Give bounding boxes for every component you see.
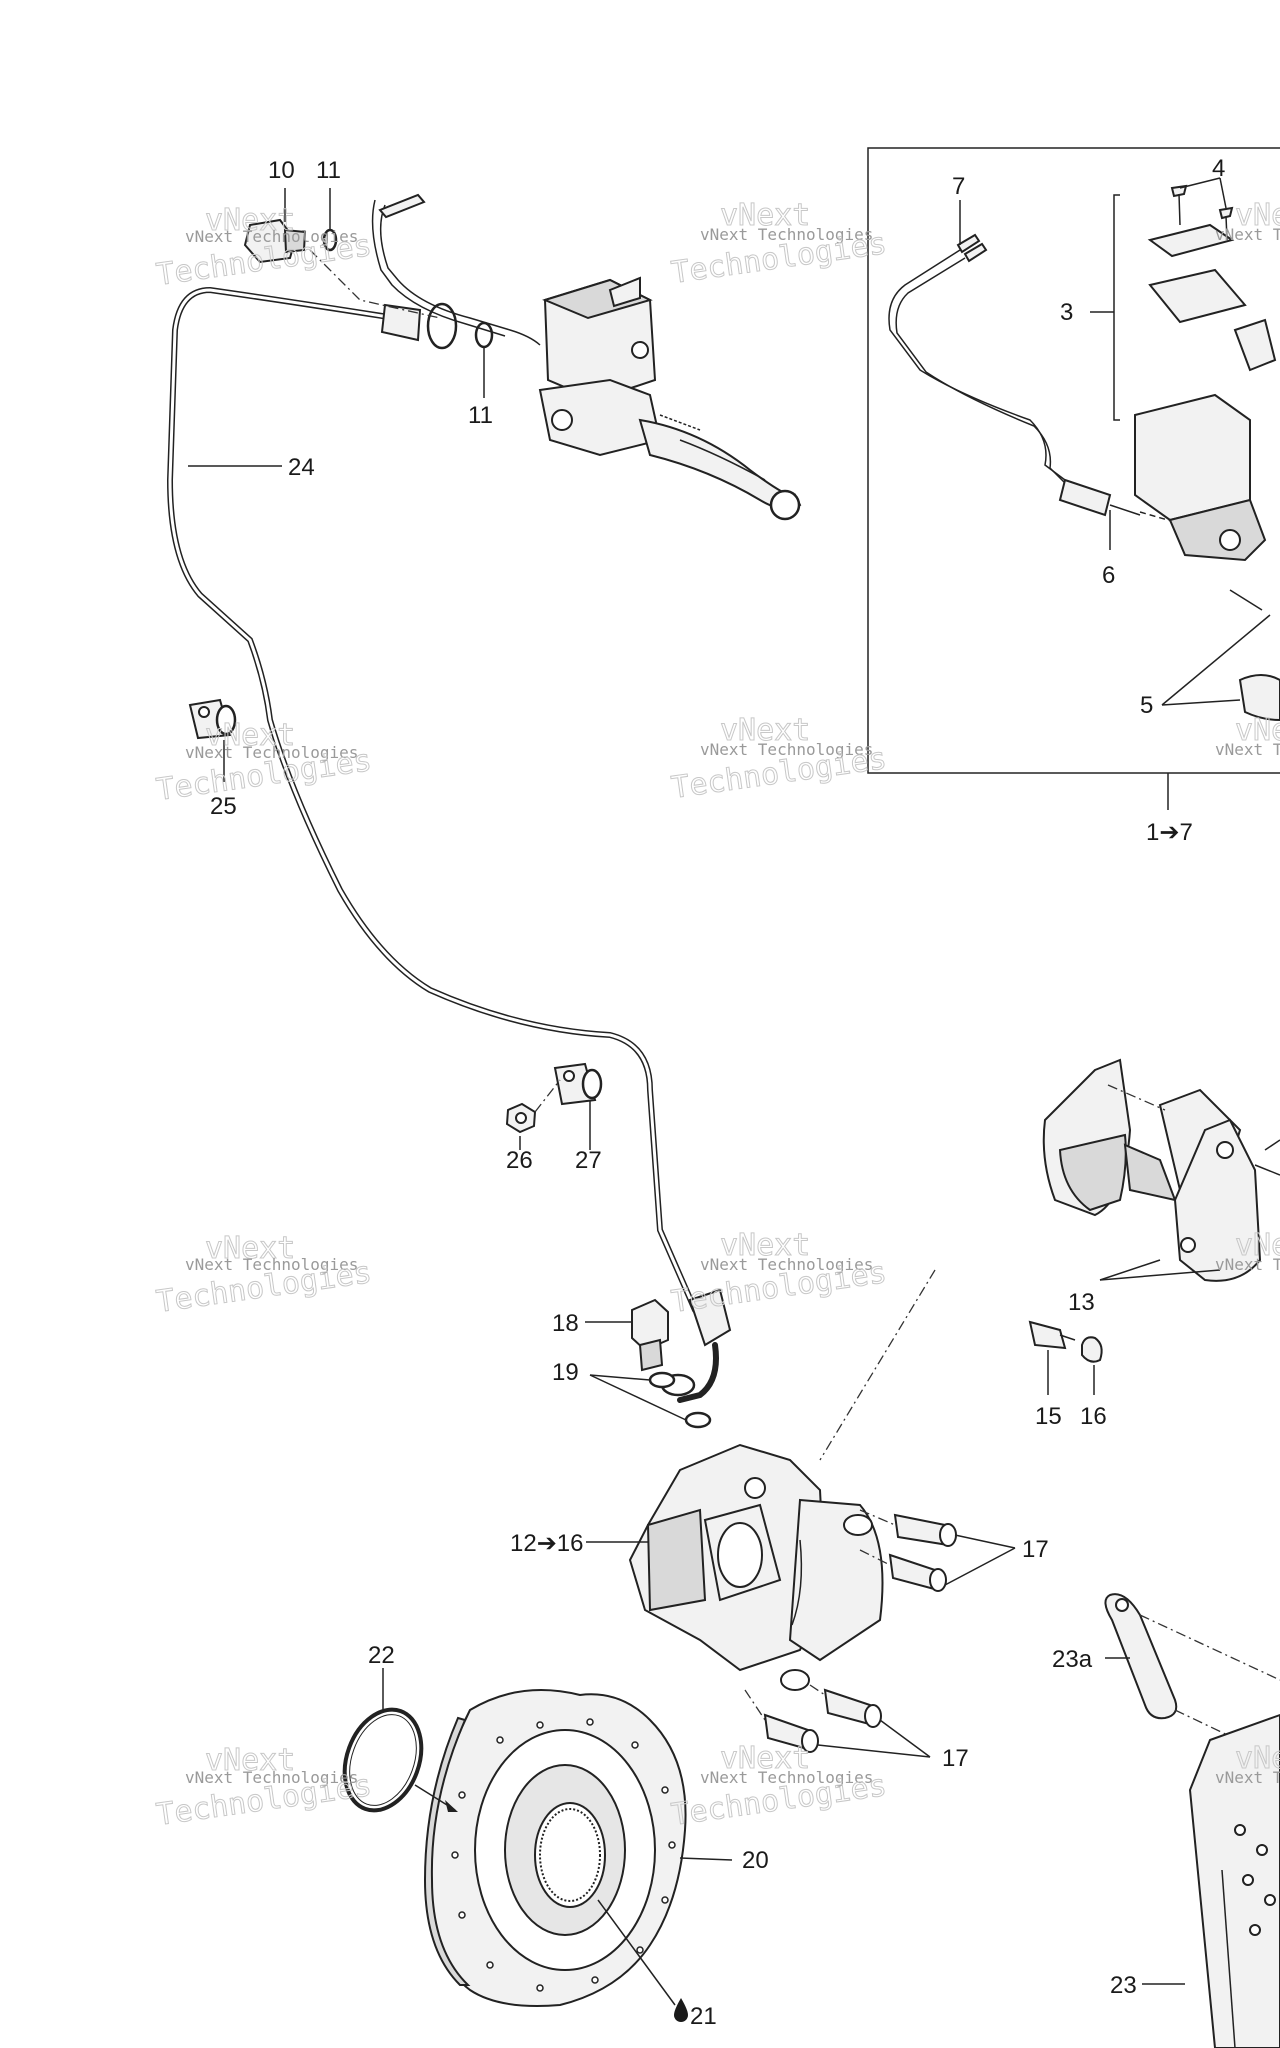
callout-27: 27 (575, 1147, 602, 1174)
callout-24: 24 (288, 454, 315, 481)
svg-text:vNext Technologies: vNext Technologies (185, 743, 358, 762)
callout-1-to-7: 1➔7 (1146, 819, 1193, 846)
callout-11-top: 11 (316, 157, 341, 184)
svg-text:vNext Technologies: vNext Technologies (700, 225, 873, 244)
nut (505, 1102, 537, 1134)
callout-23a: 23a (1052, 1646, 1093, 1673)
callout-16: 16 (1080, 1403, 1107, 1430)
svg-text:vNext Technologies: vNext Technologies (1215, 740, 1280, 759)
svg-text:vNext Technologies: vNext Technologies (185, 1255, 358, 1274)
svg-text:vNext: vNext (1235, 1228, 1280, 1263)
brake-caliper (628, 1443, 884, 1691)
brake-disc (414, 1689, 687, 2007)
svg-text:vNext Technologies: vNext Technologies (185, 227, 358, 246)
watermark-9: vNext vNext Technologies (1215, 1228, 1280, 1275)
svg-text:vNext Technologies: vNext Technologies (1215, 1255, 1280, 1274)
callout-6: 6 (1102, 562, 1115, 589)
oil-drop-icon (674, 1998, 688, 2022)
svg-text:vNext: vNext (1235, 198, 1280, 233)
svg-text:vNext: vNext (205, 203, 295, 238)
brake-hose (166, 249, 732, 1403)
watermark-12: vNext vNext Technologies (1215, 1741, 1280, 1788)
svg-text:vNext: vNext (720, 1741, 810, 1776)
caliper-banjo-bolt (631, 1298, 669, 1372)
callout-7: 7 (952, 173, 965, 200)
watermark-3: vNext vNext Technologies (1215, 198, 1280, 245)
hose-clamp-upper (188, 698, 237, 740)
callout-20: 20 (742, 1847, 769, 1874)
callout-22: 22 (368, 1642, 395, 1669)
leader-lines (188, 177, 1271, 2006)
splash-guard (1188, 1713, 1280, 2048)
callout-18: 18 (552, 1310, 579, 1337)
svg-text:vNext Technologies: vNext Technologies (700, 1255, 873, 1274)
callout-17-upper: 17 (1022, 1536, 1049, 1563)
watermark-10: vNext vNext Technologies Technologies (154, 1743, 375, 1834)
watermark-2: vNext vNext Technologies Technologies (669, 198, 890, 292)
svg-text:vNext Technologies: vNext Technologies (1215, 1768, 1280, 1787)
watermark-7: vNext vNext Technologies Technologies (154, 1231, 375, 1321)
svg-text:vNext: vNext (205, 1231, 295, 1266)
svg-text:vNext: vNext (720, 1228, 810, 1263)
callout-26: 26 (506, 1147, 533, 1174)
svg-text:vNext: vNext (205, 718, 295, 753)
brake-pads (1042, 1058, 1280, 1282)
callouts: 10 11 11 24 25 7 4 3 6 5 1➔7 26 27 13 18… (210, 155, 1225, 2030)
callout-3: 3 (1060, 299, 1073, 326)
callout-12-to-16: 12➔16 (510, 1530, 584, 1557)
svg-text:vNext: vNext (720, 713, 810, 748)
o-ring (342, 1707, 424, 1813)
watermark-5: vNext vNext Technologies Technologies (669, 713, 890, 807)
caliper-bolts-upper (859, 1509, 957, 1592)
master-cylinder-lever (371, 193, 802, 521)
hose-clamp-lower (534, 1062, 603, 1113)
callout-5: 5 (1140, 692, 1153, 719)
callout-25: 25 (210, 793, 237, 820)
bleed-cap (1081, 1336, 1103, 1363)
washer-lower (474, 321, 494, 349)
watermark-11: vNext vNext Technologies Technologies (669, 1741, 890, 1834)
watermark-6: vNext vNext Technologies (1215, 713, 1280, 760)
callout-4: 4 (1212, 155, 1225, 182)
callout-21: 21 (690, 2003, 717, 2030)
svg-text:vNext: vNext (1235, 1741, 1280, 1776)
callout-17-lower: 17 (942, 1745, 969, 1772)
bleed-screw (1028, 1320, 1076, 1350)
svg-text:vNext Technologies: vNext Technologies (700, 1768, 873, 1787)
callout-15: 15 (1035, 1403, 1062, 1430)
banjo-bolt (243, 218, 307, 264)
callout-23: 23 (1110, 1972, 1137, 1999)
bracket-23a (1104, 1593, 1280, 1761)
svg-text:vNext Technologies: vNext Technologies (700, 740, 873, 759)
watermark-4: vNext vNext Technologies Technologies (154, 718, 375, 809)
svg-text:vNext: vNext (720, 198, 810, 233)
callout-19: 19 (552, 1359, 579, 1386)
svg-text:vNext: vNext (1235, 713, 1280, 748)
bleed-leader (819, 1269, 936, 1461)
caliper-bolts-lower (744, 1684, 882, 1753)
svg-text:vNext Technologies: vNext Technologies (185, 1768, 358, 1787)
callout-10: 10 (268, 157, 295, 184)
caliper-washers (648, 1371, 712, 1429)
svg-text:vNext: vNext (205, 1743, 295, 1778)
watermark-8: vNext vNext Technologies Technologies (669, 1228, 890, 1321)
svg-text:vNext Technologies: vNext Technologies (1215, 225, 1280, 244)
master-cylinder-inset-box (867, 147, 1280, 774)
callout-13: 13 (1068, 1289, 1095, 1316)
callout-11-lower: 11 (468, 402, 493, 429)
watermark-1: vNext vNext Technologies Technologies (154, 203, 375, 294)
